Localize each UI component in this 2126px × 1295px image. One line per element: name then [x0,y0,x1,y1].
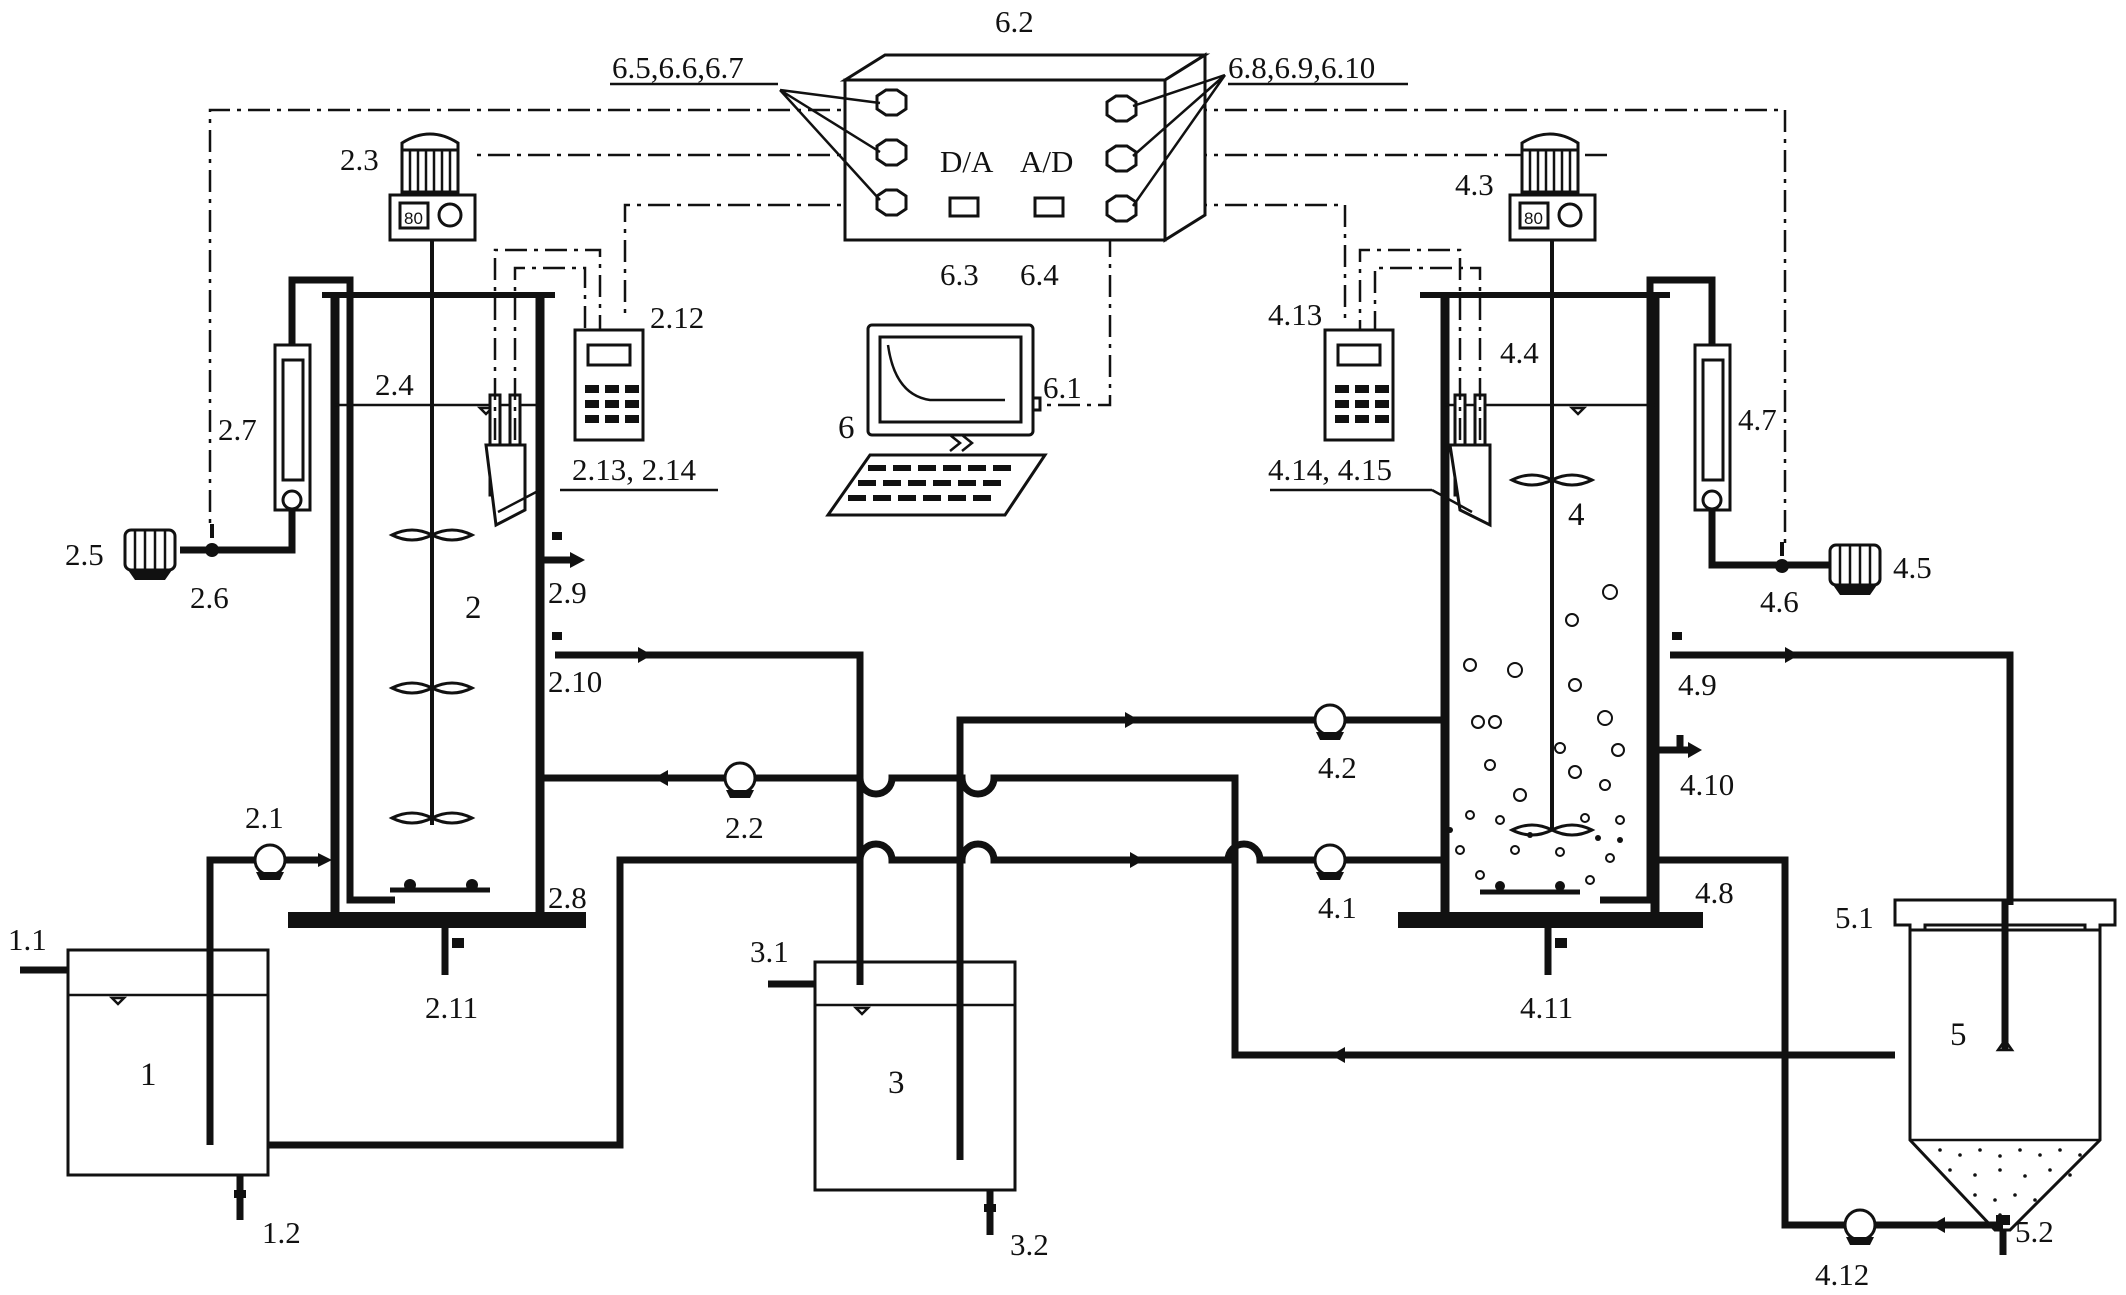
label-6-1: 6.1 [1043,370,1082,405]
label-2-11: 2.11 [425,990,478,1025]
label-6-4: 6.4 [1020,257,1059,292]
pumps [253,703,1877,1245]
signal-lines [208,108,1787,545]
label-2-4: 2.4 [375,367,414,402]
label-6-3: 6.3 [940,257,979,292]
settler-5 [1893,898,2117,1255]
pump-4-2 [1313,703,1347,740]
label-2-9: 2.9 [548,575,587,610]
controller-2-readout: 80 [404,209,423,228]
sludge-bubbles [1447,584,1625,885]
label-2-13-2-14: 2.13, 2.14 [572,452,697,487]
label-2-7: 2.7 [218,412,257,447]
label-1-1: 1.1 [8,922,47,957]
label-4-13: 4.13 [1268,297,1322,332]
motor-4-3 [1508,132,1597,242]
label-4-6: 4.6 [1760,584,1799,619]
daq-left-ports [875,88,908,217]
label-settler-5: 5 [1950,1017,1967,1053]
ad-label: A/D [1020,144,1073,179]
motor-2-3 [388,132,477,242]
label-2-2: 2.2 [725,810,764,845]
label-reactor-2: 2 [465,590,482,626]
label-5-2: 5.2 [2015,1214,2054,1249]
label-6-2: 6.2 [995,4,1034,39]
label-6-5-6-7: 6.5,6.6,6.7 [612,50,744,85]
label-4-12: 4.12 [1815,1257,1869,1292]
label-4-5: 4.5 [1893,550,1932,585]
daq-box: D/A A/D [779,52,1227,243]
label-2-3: 2.3 [340,142,379,177]
air-pump-4-5 [1828,543,1882,595]
label-2-12: 2.12 [650,300,704,335]
label-tank-1: 1 [140,1057,157,1093]
label-4-1: 4.1 [1318,890,1357,925]
reactor-4 [1323,132,1882,975]
computer [825,323,1048,517]
label-4-11: 4.11 [1520,990,1573,1025]
ad-port [1033,196,1065,218]
controller-4-readout: 80 [1524,209,1543,228]
label-2-1: 2.1 [245,800,284,835]
label-reactor-4: 4 [1568,497,1585,533]
label-2-6: 2.6 [190,580,229,615]
pump-2-2 [723,761,757,798]
label-4-3: 4.3 [1455,167,1494,202]
label-4-9: 4.9 [1678,667,1717,702]
reactor-2 [123,132,645,975]
labels: 1 1.1 1.2 2 2.1 2.2 2.3 2.4 2.5 2.6 2.7 … [8,4,2054,1292]
pump-4-1 [1313,843,1347,880]
label-3-2: 3.2 [1010,1227,1049,1262]
pump-4-12 [1843,1208,1877,1245]
label-4-8: 4.8 [1695,875,1734,910]
label-2-8: 2.8 [548,880,587,915]
daq-right-ports [1105,94,1138,223]
air-pump-2-5 [123,528,177,580]
keyboard-keys [848,465,1011,501]
label-4-7: 4.7 [1738,402,1777,437]
label-1-2: 1.2 [262,1215,301,1250]
da-label: D/A [940,144,994,179]
label-4-4: 4.4 [1500,335,1539,370]
label-2-5: 2.5 [65,537,104,572]
tank-1 [20,948,270,1220]
tank-3 [768,960,1017,1235]
label-5-1: 5.1 [1835,900,1874,935]
label-computer-6: 6 [838,410,855,446]
label-2-10: 2.10 [548,664,602,699]
pump-2-1 [253,843,287,880]
label-3-1: 3.1 [750,934,789,969]
label-tank-3: 3 [888,1065,905,1101]
label-4-10: 4.10 [1680,767,1734,802]
pipes [206,647,2014,1233]
label-6-8-6-10: 6.8,6.9,6.10 [1228,50,1375,85]
label-4-14-4-15: 4.14, 4.15 [1268,452,1392,487]
label-4-2: 4.2 [1318,750,1357,785]
impellers-2 [388,528,476,825]
da-port [948,196,980,218]
